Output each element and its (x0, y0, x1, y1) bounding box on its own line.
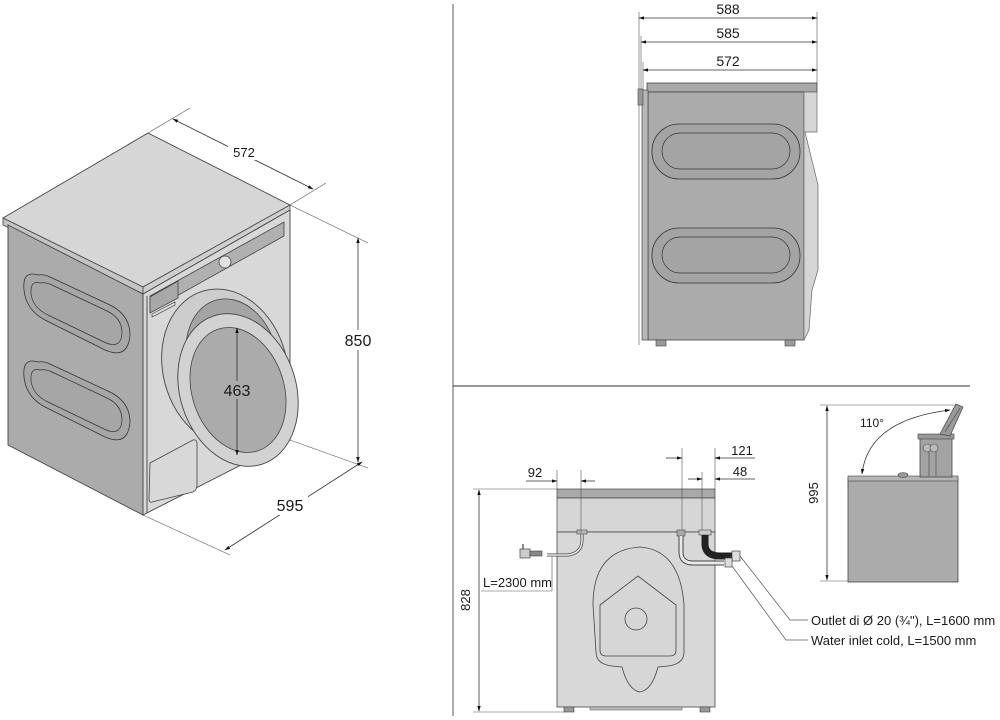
iso-program-knob (218, 255, 232, 269)
rear-drum-bolt (624, 607, 648, 631)
side-top-plate (646, 82, 818, 93)
rear-view: 828 L=2300 mm Outlet d (458, 443, 995, 713)
inlet-leader (731, 565, 808, 641)
outlet-label: Outlet di Ø 20 (¾"), L=1600 mm (811, 613, 995, 628)
outlet-hose (701, 535, 732, 560)
isometric-view: 572 850 595 463 (2, 107, 376, 556)
rear-height-label: 828 (458, 589, 473, 611)
iso-drawer-handle (151, 301, 176, 318)
rear-dim-121-label: 121 (731, 443, 753, 458)
iso-service-hatch (148, 439, 198, 503)
side-dim-585-label: 585 (716, 25, 740, 41)
power-plug-icon (519, 544, 543, 559)
lid-body (847, 477, 959, 583)
side-view: 588 585 572 (637, 1, 819, 347)
outlet-connector (731, 550, 741, 562)
rear-bottom-rail (589, 706, 683, 711)
inlet-connector (724, 557, 733, 568)
lid-angle-arc (860, 408, 951, 475)
iso-depth-label: 572 (233, 145, 255, 160)
rear-foot-right (699, 706, 711, 713)
power-cable-label: L=2300 mm (483, 575, 552, 590)
lid-knob (897, 472, 909, 478)
lid-view: 995 110° (806, 403, 964, 583)
side-emboss-lower (651, 227, 801, 284)
lid-angle-label: 110° (860, 416, 884, 430)
side-dim-572-label: 572 (716, 53, 740, 69)
rear-dim-48-label: 48 (733, 464, 747, 479)
rear-dim-92-label: 92 (528, 465, 542, 480)
outlet-leader (739, 555, 808, 621)
iso-width-label: 595 (277, 498, 304, 515)
iso-detergent-drawer (149, 280, 179, 314)
side-rear-bulge (803, 91, 819, 341)
side-foot-front (655, 339, 667, 347)
rear-upper-panel (556, 497, 716, 533)
side-dim-588-label: 588 (716, 1, 740, 17)
side-door-hinge (637, 88, 644, 106)
iso-side-emboss-upper (23, 273, 131, 354)
iso-height-label: 850 (345, 333, 372, 350)
inlet-label: Water inlet cold, L=1500 mm (811, 633, 976, 648)
rear-foot-left (563, 706, 575, 713)
iso-door-label: 463 (224, 383, 251, 400)
lid-height-label: 995 (806, 482, 821, 504)
side-emboss-upper (651, 123, 801, 180)
side-front-panel (641, 89, 649, 341)
side-foot-rear (784, 339, 796, 347)
iso-side-emboss-lower (23, 360, 131, 441)
